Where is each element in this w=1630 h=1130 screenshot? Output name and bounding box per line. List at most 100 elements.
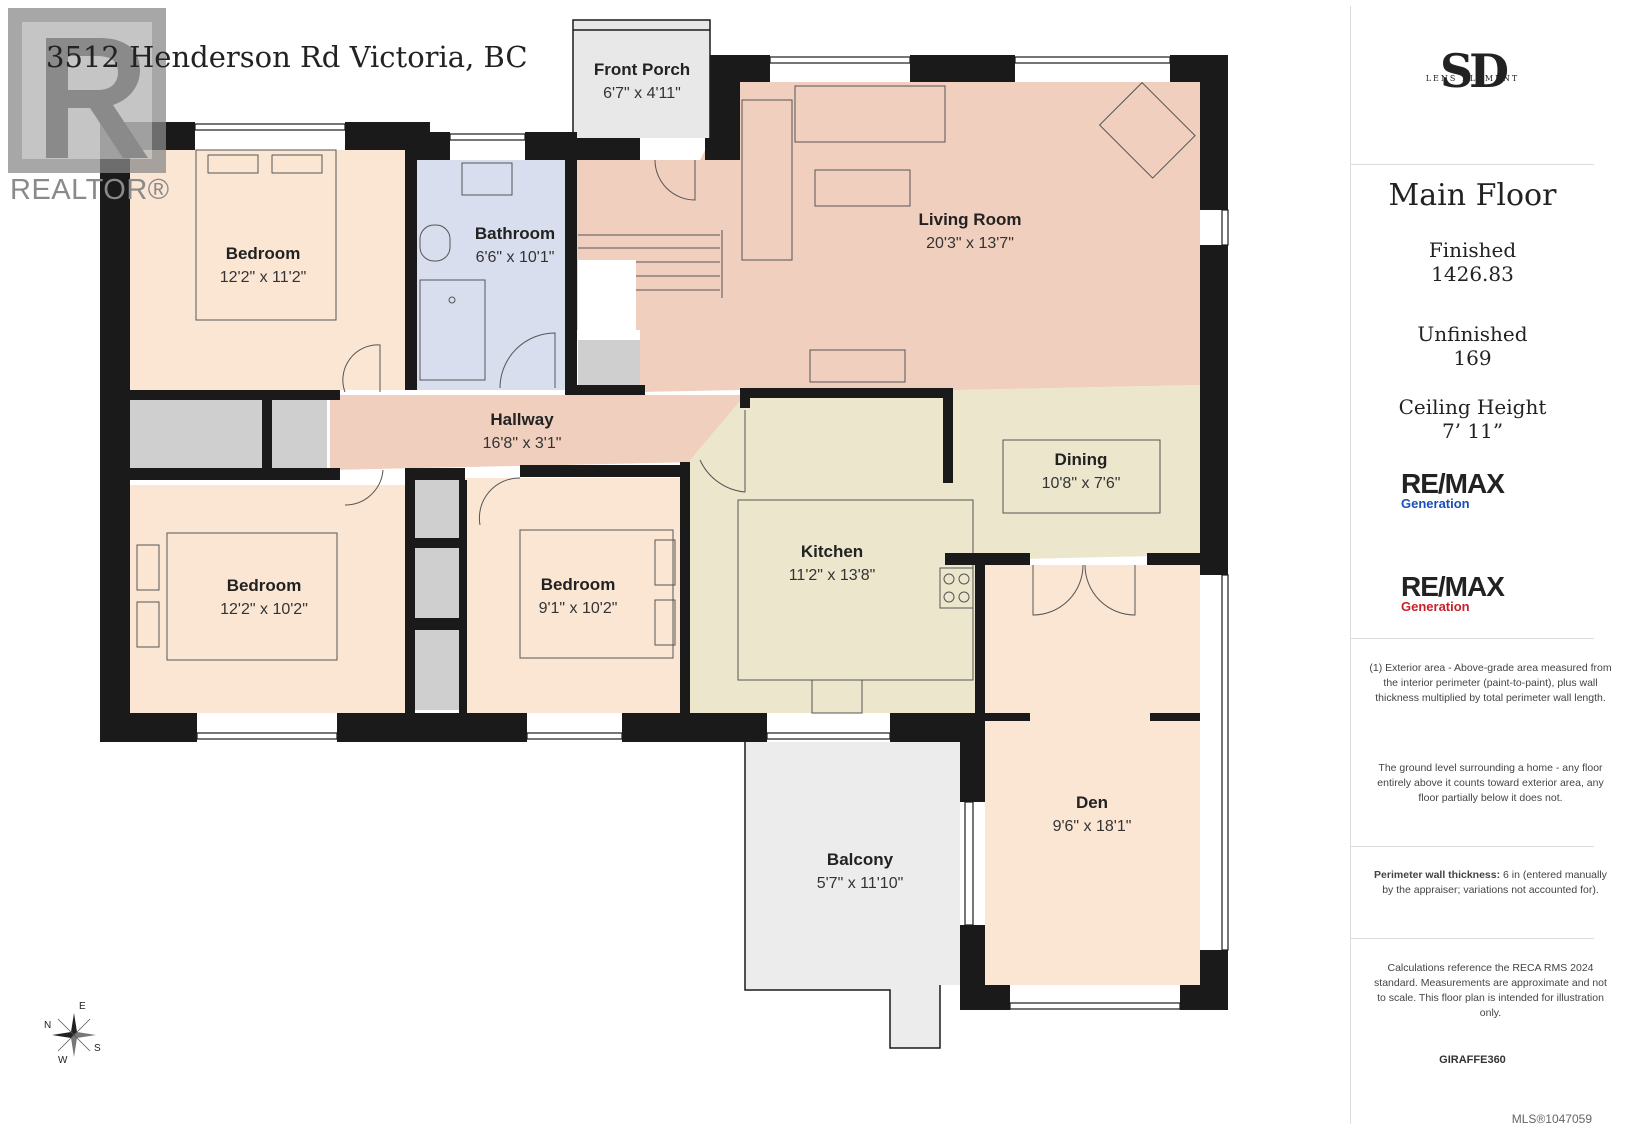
door-swing-den-b — [1084, 564, 1136, 616]
bedroom-1-name: Bedroom — [226, 244, 301, 263]
remax-sub: Generation — [1401, 599, 1470, 614]
stat-finished: Finished 1426.83 — [1351, 238, 1594, 286]
room-labels: Front Porch 6'7" x 4'11" Bathroom 6'6" x… — [220, 60, 1132, 892]
wall-closet-divider — [262, 400, 272, 470]
wall-den-mid-l — [985, 713, 1030, 721]
pillow-1a — [207, 154, 259, 174]
closet-1-fill — [130, 400, 262, 470]
window-4 — [1014, 56, 1171, 64]
stat-ceiling: Ceiling Height 7’ 11” — [1351, 395, 1594, 443]
window-3 — [769, 56, 911, 64]
closet-5-fill — [415, 548, 459, 618]
kitchen-sink — [811, 679, 863, 714]
balcony-name: Balcony — [827, 850, 894, 869]
window-6 — [526, 732, 623, 740]
bed-2 — [166, 532, 338, 661]
note-wall-thickness: Perimeter wall thickness: 6 in (entered … — [1351, 868, 1630, 898]
separator — [1351, 846, 1594, 847]
wall-kitchen-left — [680, 462, 690, 722]
kitchen-dining-fill — [690, 385, 1200, 713]
tv-console — [809, 349, 906, 383]
kitchen-name: Kitchen — [801, 542, 863, 561]
stat-label: Ceiling Height — [1398, 395, 1547, 419]
brand-name: LENS ELEMENT — [1425, 74, 1520, 83]
living-room-name: Living Room — [919, 210, 1022, 229]
bathroom-fill — [417, 160, 575, 390]
wall-closet-h2 — [405, 618, 465, 630]
wall-den-top — [945, 553, 1030, 565]
closet-2-fill — [272, 400, 327, 468]
burner-3 — [943, 591, 955, 603]
remax-sub: Generation — [1401, 496, 1470, 511]
property-address: 3512 Henderson Rd Victoria, BC — [46, 40, 528, 74]
window-2 — [449, 133, 526, 141]
bath-sink — [461, 162, 513, 196]
windows — [194, 56, 1229, 1010]
wall-den-left-2 — [960, 925, 985, 1010]
wall-bed3-left — [459, 480, 467, 720]
wall-den-mid-r — [1150, 713, 1200, 721]
compass-n: N — [44, 1020, 52, 1031]
wall-bath-left — [405, 132, 417, 390]
brand-logo: SD LENS ELEMENT — [1351, 46, 1594, 96]
balcony-fill — [745, 742, 960, 1048]
coffee-table — [814, 169, 911, 207]
compass-w: W — [58, 1055, 68, 1066]
remax-wordmark: RE/MAX — [1401, 468, 1505, 499]
giraffe360-logo: GIRAFFE360 — [1439, 1054, 1506, 1066]
window-5 — [196, 732, 338, 740]
note-wall-thickness-label: Perimeter wall thickness: — [1374, 869, 1501, 881]
compass-star-icon — [52, 1013, 96, 1057]
living-room-dims: 20'3" x 13'7" — [926, 235, 1014, 252]
wall-hall-bottom-3 — [520, 465, 685, 477]
fixtures — [136, 81, 1196, 714]
wall-bath-right — [565, 132, 577, 390]
bedroom-2-name: Bedroom — [227, 576, 302, 595]
wall-den-leftside — [975, 565, 985, 715]
balcony-rail — [744, 742, 941, 1049]
pillow-2b — [136, 601, 160, 648]
wall-bed2-right — [405, 480, 415, 720]
note-exterior-area: (1) Exterior area - Above-grade area mea… — [1369, 662, 1612, 704]
wall-hall-bottom — [130, 468, 340, 480]
wall-closet-h1 — [405, 538, 465, 548]
hallway-dims: 16'8" x 3'1" — [483, 435, 562, 452]
bedroom-2-fill — [130, 485, 405, 713]
sofa — [794, 85, 946, 143]
window-9 — [1009, 1002, 1181, 1010]
wall-porch-bottom — [575, 138, 640, 160]
stair-void — [578, 260, 636, 330]
bedroom-2-dims: 12'2" x 10'2" — [220, 601, 308, 618]
wall-den-bottom-r — [1180, 985, 1228, 1010]
bathroom-dims: 6'6" x 10'1" — [476, 249, 555, 266]
toilet — [419, 224, 451, 262]
wall-right-mid — [1200, 245, 1228, 575]
wall-den-left — [960, 742, 985, 802]
note-calculations: Calculations reference the RECA RMS 2024… — [1374, 962, 1607, 1019]
hallway-name: Hallway — [490, 410, 554, 429]
window-8 — [1221, 574, 1229, 951]
window-1 — [194, 123, 346, 131]
door-swing-bed2 — [344, 469, 384, 506]
door-swing-den-a — [1032, 564, 1084, 616]
burner-1 — [943, 573, 955, 585]
closet-6-fill — [415, 630, 459, 710]
realtor-wordmark: REALTOR® — [10, 174, 170, 206]
walls — [100, 55, 1228, 1010]
brand-letters: SD — [1439, 44, 1509, 98]
wall-kitchen-top — [740, 388, 950, 398]
door-swing-hall-1 — [342, 344, 381, 393]
pillow-3a — [654, 539, 676, 586]
wall-porch-right — [705, 138, 740, 160]
wall-bottom-left — [100, 713, 197, 742]
bathroom-name: Bathroom — [475, 224, 555, 243]
door-swing-bath — [499, 332, 556, 389]
closet-4-fill — [415, 480, 459, 538]
porch-name: Front Porch — [594, 60, 690, 79]
stat-value: 169 — [1453, 346, 1492, 370]
stat-label: Finished — [1428, 238, 1517, 262]
separator — [1351, 164, 1594, 165]
wall-bottom-mid3 — [890, 713, 985, 742]
wall-hall-top-2 — [565, 385, 645, 395]
burner-4 — [958, 591, 970, 603]
